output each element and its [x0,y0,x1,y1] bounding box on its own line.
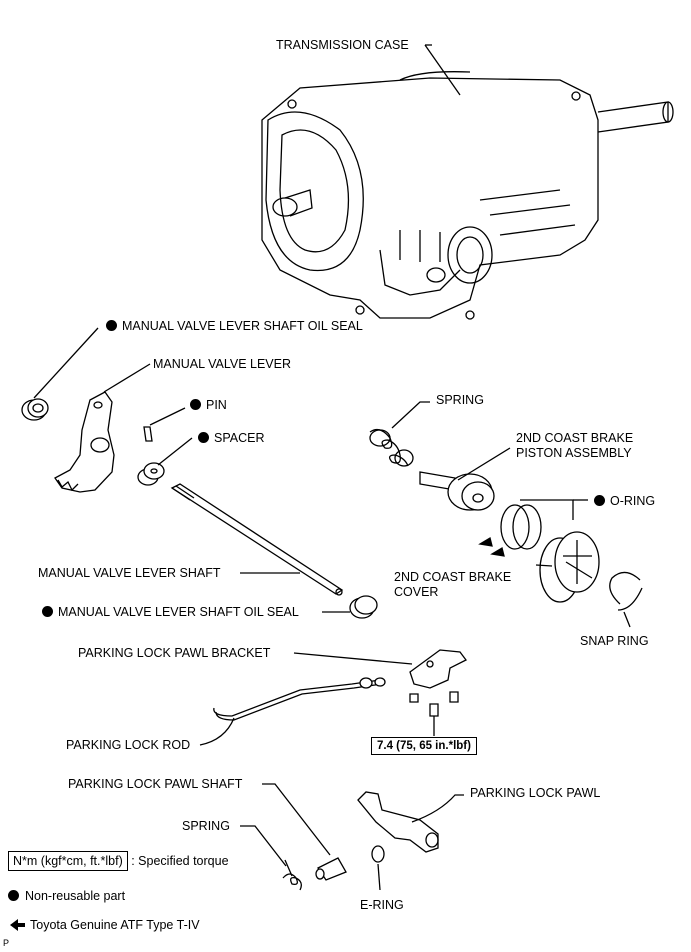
legend-torque-unit: N*m (kgf*cm, ft.*lbf) [8,851,128,871]
parking-lock-rod-drawing [199,677,386,746]
label-cover-line1: 2ND COAST BRAKE [394,570,512,584]
label-piston-line1: 2ND COAST BRAKE [516,431,634,445]
label-snap-ring: SNAP RING [580,634,649,648]
label-manual-valve-lever-shaft: MANUAL VALVE LEVER SHAFT [38,566,221,580]
manual-valve-lever-shaft-drawing [170,483,344,596]
oil-seal-upper-drawing [21,327,99,421]
label-transmission-case: TRANSMISSION CASE [276,38,409,52]
label-oil-seal-upper: MANUAL VALVE LEVER SHAFT OIL SEAL [106,319,363,333]
legend-non-reusable: Non-reusable part [8,889,125,903]
parking-lock-pawl-drawing [357,791,464,853]
snap-ring-drawing [609,571,643,628]
label-manual-valve-lever: MANUAL VALVE LEVER [153,357,292,371]
label-spring-upper: SPRING [436,393,484,407]
label-parking-lock-pawl-bracket: PARKING LOCK PAWL BRACKET [78,646,271,660]
oil-seal-lower-drawing [322,595,378,619]
label-spacer: SPACER [198,431,264,445]
legend-non-reusable-text: Non-reusable part [25,889,126,903]
label-parking-lock-pawl-shaft: PARKING LOCK PAWL SHAFT [68,777,243,791]
coast-brake-cover-drawing [535,531,600,603]
spring-lower-drawing [240,825,302,891]
label-piston-line2: PISTON ASSEMBLY [516,446,632,460]
legend-torque: N*m (kgf*cm, ft.*lbf) : Specified torque [8,851,229,871]
manual-valve-lever-drawing [54,363,151,493]
label-spring-lower: SPRING [182,819,230,833]
label-oil-seal-lower: MANUAL VALVE LEVER SHAFT OIL SEAL [42,605,299,619]
pin-drawing [143,407,186,442]
o-ring-drawing [478,499,588,557]
torque-spec-box: 7.4 (75, 65 in.*lbf) [371,737,477,755]
spacer-drawing [137,437,193,486]
legend-torque-desc: : Specified torque [131,854,229,868]
atf-arrow-icon [10,919,25,931]
label-cover-line2: COVER [394,585,439,599]
piston-assembly-drawing [419,447,511,511]
e-ring-drawing [371,845,385,891]
label-o-ring: O-RING [594,494,655,508]
transmission-case-drawing [261,44,674,320]
legend-atf-text: Toyota Genuine ATF Type T-IV [30,918,200,932]
label-parking-lock-rod: PARKING LOCK ROD [66,738,191,752]
label-parking-lock-pawl: PARKING LOCK PAWL [470,786,601,800]
label-pin: PIN [190,398,227,412]
parking-lock-pawl-shaft-drawing [262,783,347,881]
parking-lock-pawl-bracket-drawing [293,649,467,736]
spring-upper-drawing [369,401,430,467]
non-reusable-dot-icon [8,890,19,901]
label-e-ring: E-RING [360,898,404,912]
figure-code: P [3,938,10,948]
